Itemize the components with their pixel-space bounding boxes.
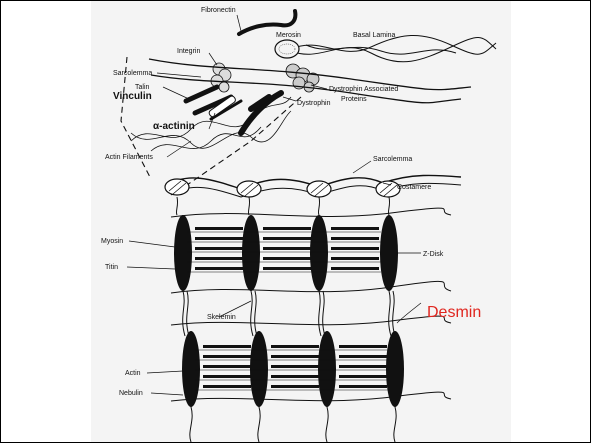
label-skelemin: Skelemin	[207, 314, 236, 321]
label-actin: Actin	[125, 370, 141, 377]
filaments-lower	[203, 345, 387, 388]
label-integrin: Integrin	[177, 48, 200, 55]
label-actin-filaments: Actin Filaments	[105, 154, 153, 161]
muscle-cytoskeleton-diagram: Fibronectin Merosin Basal Lamina Integri…	[91, 1, 511, 442]
label-basal-lamina: Basal Lamina	[353, 32, 396, 39]
z-disks-upper	[174, 215, 398, 291]
label-sarcolemma-inset: Sarcolemma	[113, 70, 152, 77]
leader-lines	[127, 15, 421, 395]
filaments-upper	[195, 227, 379, 270]
merosin-shape	[275, 40, 299, 58]
label-dystrophin: Dystrophin	[297, 100, 331, 107]
label-sarcolemma: Sarcolemma	[373, 156, 412, 163]
label-dap-2: Proteins	[341, 96, 367, 103]
label-fibronectin: Fibronectin	[201, 7, 236, 14]
label-alpha-actinin: α-actinin	[153, 121, 195, 132]
label-titin: Titin	[105, 264, 118, 271]
label-merosin: Merosin	[276, 32, 301, 39]
z-disks-lower	[182, 331, 404, 407]
diagram-svg: Fibronectin Merosin Basal Lamina Integri…	[91, 1, 511, 442]
basal-lamina-fibers	[291, 35, 496, 61]
label-desmin: Desmin	[427, 304, 481, 321]
label-costamere: Costamere	[397, 184, 431, 191]
fibronectin-fiber	[239, 11, 295, 34]
label-vinculin: Vinculin	[113, 91, 152, 102]
label-nebulin: Nebulin	[119, 390, 143, 397]
inset-thick-bars	[186, 87, 281, 133]
label-myosin: Myosin	[101, 238, 123, 245]
label-z-disk: Z-Disk	[423, 251, 444, 258]
label-talin: Talin	[135, 84, 150, 91]
label-dap-1: Dystrophin Associated	[329, 86, 398, 93]
